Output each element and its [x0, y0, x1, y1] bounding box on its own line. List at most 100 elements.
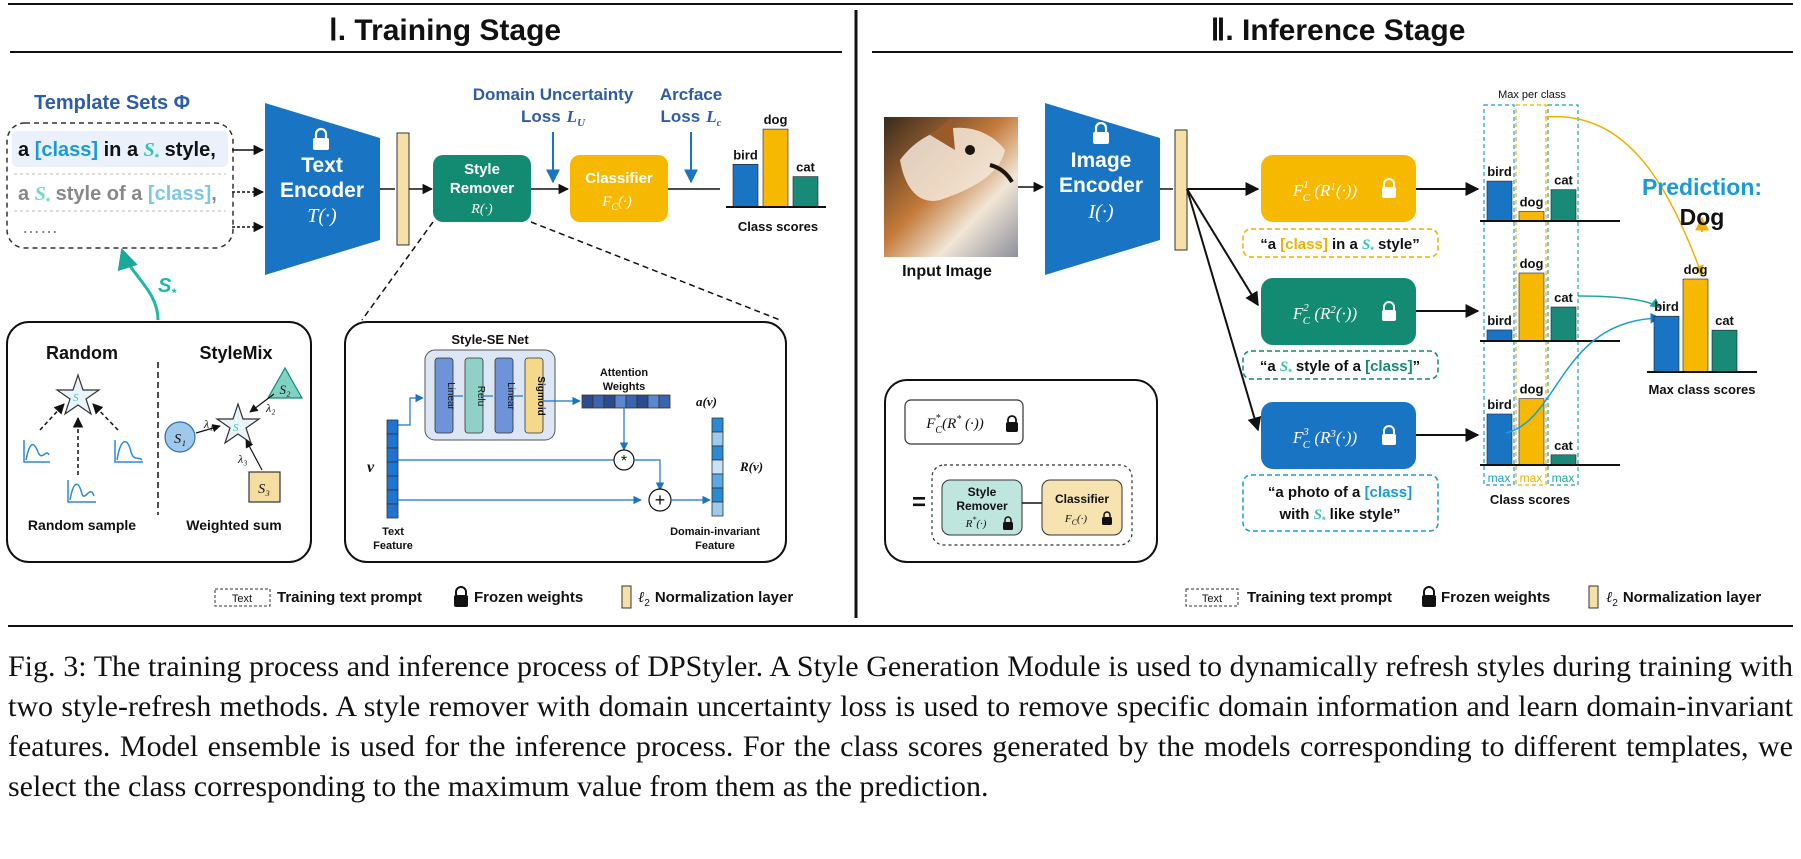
- domain-invariant-vector: [711, 417, 724, 517]
- loss-c-label-1: Arcface: [660, 85, 722, 104]
- text-encoder-label-1: Text: [301, 154, 343, 177]
- se-relu-label: Relu: [475, 386, 486, 407]
- bar-label-dog: dog: [1684, 262, 1708, 277]
- ensemble-head: [904, 399, 1024, 445]
- max-column-cat: [1547, 104, 1579, 486]
- style-remover-block: [433, 155, 531, 222]
- ensemble-style-remover-1: Style: [968, 485, 997, 499]
- training-class-scores-label: Class scores: [738, 219, 818, 234]
- template-sets-title: Template Sets Φ: [34, 92, 190, 114]
- bar-label-cat: cat: [1554, 173, 1573, 188]
- max-label-cat: max: [1552, 471, 1575, 485]
- inf-legend-lock-icon: [1422, 586, 1436, 607]
- bar-label-cat: cat: [1554, 290, 1573, 305]
- prompt-3-box: [1242, 474, 1439, 532]
- bar-bird: [1486, 413, 1513, 466]
- inf-legend-text-box-label: Text: [1202, 593, 1222, 605]
- bar-bird: [1653, 315, 1680, 373]
- ensemble-style-remover-2: Remover: [956, 499, 1008, 513]
- s-star-arrow: [117, 248, 160, 321]
- bar-dog: [1518, 272, 1545, 342]
- attention-label: Attention: [600, 367, 649, 379]
- random-star-s: S: [73, 392, 79, 404]
- legend-norm-box: [621, 585, 632, 609]
- classifier-block: [570, 155, 668, 222]
- ensemble-remover-lock-icon: [1003, 516, 1013, 530]
- style-remover-label-2: Remover: [450, 180, 514, 197]
- prediction-value: Dog: [1680, 204, 1725, 230]
- head-3: [1261, 402, 1416, 469]
- inference-class-scores-label: Class scores: [1490, 492, 1570, 507]
- bar-dog: [1518, 398, 1545, 466]
- text-feature-label-1: Text: [382, 526, 404, 538]
- style-s3-square: [248, 471, 281, 503]
- prediction-label: Prediction:: [1642, 174, 1762, 200]
- se-linear-2-label: Linear: [505, 382, 516, 410]
- template-1: a [class] in a S* style,: [18, 139, 216, 164]
- head-2: [1261, 278, 1416, 345]
- image-encoder-label-1: Image: [1071, 149, 1132, 172]
- ensemble-classifier: [1041, 479, 1123, 536]
- image-encoder-lock-icon: [1093, 121, 1109, 144]
- ensemble-box: [884, 379, 1158, 563]
- bar-dog: [1682, 278, 1709, 373]
- classifier-label-1: Classifier: [585, 170, 653, 187]
- image-encoder-label-3: I(·): [1088, 201, 1114, 223]
- random-distribution-icon-2: [67, 480, 96, 503]
- text-encoder-label-3: T(·): [307, 205, 337, 227]
- s-star-label: S*: [158, 275, 177, 300]
- random-distribution-icon-1: [23, 440, 50, 463]
- random-title: Random: [46, 343, 118, 363]
- ensemble-classifier-lock-icon: [1102, 511, 1112, 525]
- inference-l2-norm-layer: [1174, 129, 1188, 251]
- template-row-1: [12, 131, 228, 167]
- prompt-2: “a S* style of a [class]”: [1260, 358, 1420, 377]
- loss-u-label-1: Domain Uncertainty: [473, 85, 634, 104]
- se-net-inner: [424, 349, 556, 441]
- attention-weights-vector: [581, 394, 671, 409]
- prompt-2-box: [1242, 350, 1439, 380]
- bar-label-bird: bird: [1654, 299, 1679, 314]
- se-linear-1-label: Linear: [445, 382, 456, 410]
- stylemix-star-s: S: [233, 422, 239, 434]
- max-label-dog: max: [1520, 471, 1543, 485]
- random-sample-label: Random sample: [28, 517, 136, 533]
- prompt-3-line-2: with S* like style”: [1278, 506, 1400, 525]
- image-encoder-label-2: Encoder: [1059, 174, 1143, 197]
- se-net-title: Style-SE Net: [451, 332, 529, 347]
- add-symbol: +: [655, 490, 666, 510]
- inf-legend-norm-box: [1588, 585, 1599, 609]
- text-encoder-label-2: Encoder: [280, 179, 364, 202]
- bar-label-dog: dog: [1520, 382, 1544, 397]
- bar-dog: [1518, 211, 1545, 222]
- head-1-lock-icon: [1382, 178, 1396, 198]
- max-class-scores-label: Max class scores: [1649, 382, 1756, 397]
- max-column-dog: [1515, 104, 1547, 486]
- random-style-star: [55, 373, 101, 416]
- head-3-lock-icon: [1382, 425, 1396, 445]
- se-sigmoid: [524, 357, 544, 434]
- max-per-class-label: Max per class: [1498, 89, 1566, 101]
- max-label-bird: max: [1488, 471, 1511, 485]
- stylemix-title: StyleMix: [199, 343, 272, 363]
- r-v-label: R(v): [739, 459, 763, 474]
- bar-label-dog: dog: [1520, 256, 1544, 271]
- bar-cat: [792, 176, 819, 208]
- head-1: [1261, 155, 1416, 222]
- inf-legend-text-box: [1185, 588, 1239, 607]
- style-s2-triangle: [266, 366, 304, 399]
- template-sets-box: [6, 122, 234, 249]
- v-label: v: [367, 459, 375, 476]
- input-image: [884, 117, 1018, 257]
- head-2-lock-icon: [1382, 301, 1396, 321]
- invariant-label-1: Domain-invariant: [670, 526, 760, 538]
- bar-label-dog: dog: [764, 112, 788, 127]
- ensemble-style-remover: [941, 479, 1023, 536]
- style-s2-label: S₂: [279, 382, 291, 397]
- bar-cat: [1711, 329, 1738, 373]
- bar-label-cat: cat: [1554, 438, 1573, 453]
- bar-label-bird: bird: [733, 147, 758, 162]
